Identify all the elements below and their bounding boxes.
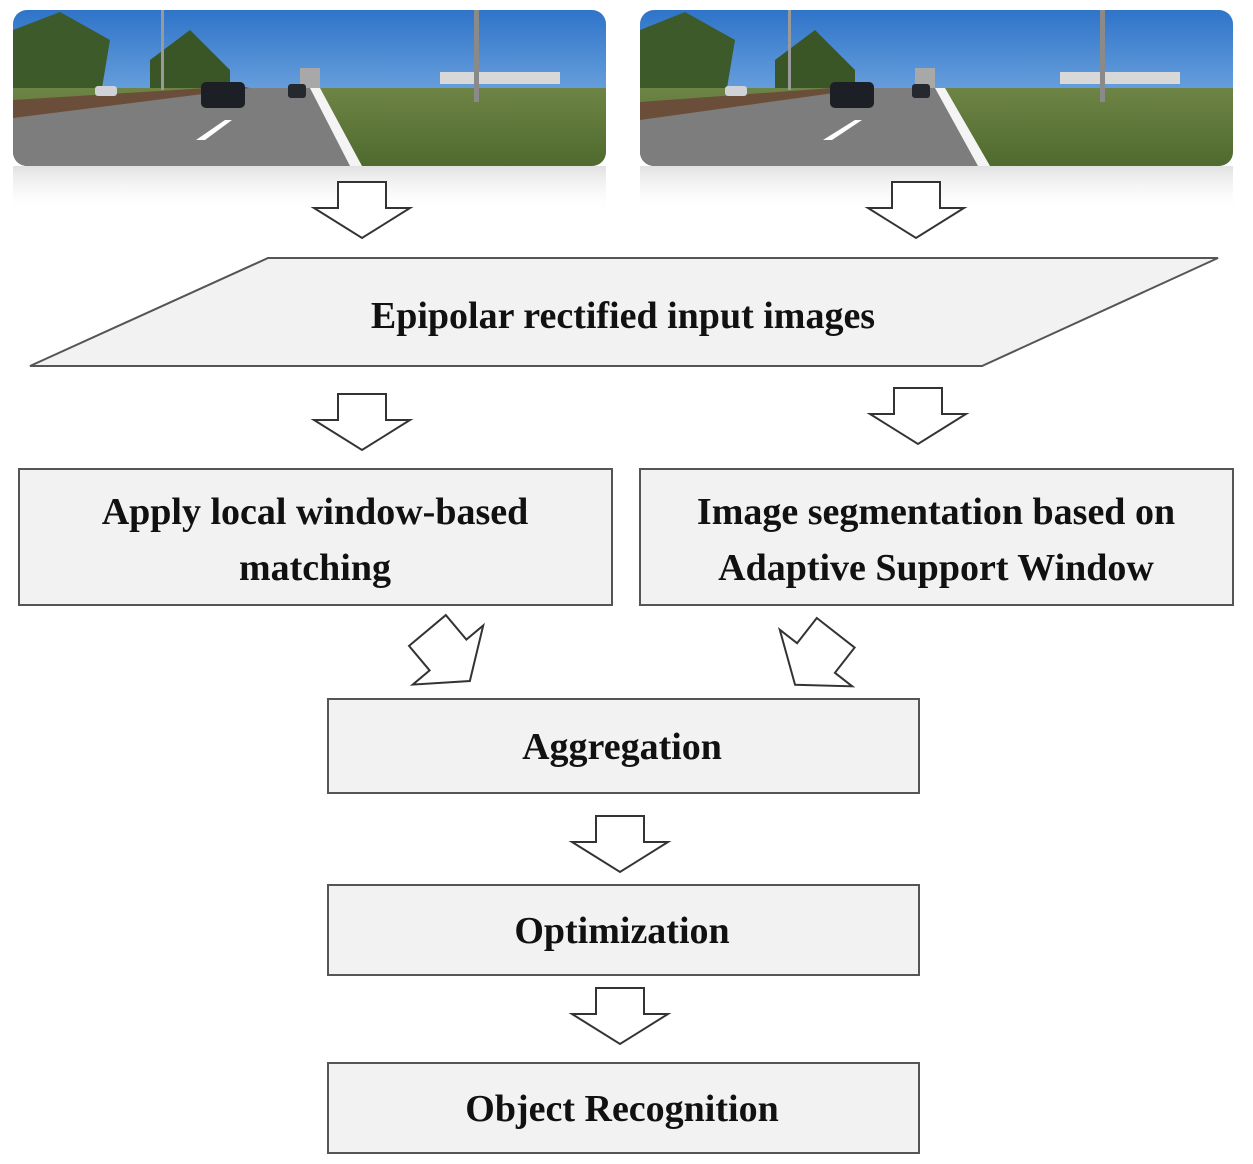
arrow-down-to-matching — [310, 393, 414, 452]
arrow-down-left-input — [310, 181, 414, 240]
matching-box — [18, 468, 613, 606]
matching-label-line2: matching — [239, 547, 391, 589]
aggregation-box — [327, 698, 920, 794]
input-node-label: Epipolar rectified input images — [371, 295, 875, 337]
input-data-parallelogram — [29, 257, 1219, 367]
arrow-down-to-optimization — [568, 815, 672, 874]
recognition-box — [327, 1062, 920, 1154]
recognition-label: Object Recognition — [465, 1088, 778, 1130]
optimization-label: Optimization — [514, 910, 729, 952]
matching-label-line1: Apply local window-based — [102, 491, 529, 533]
left-input-image — [13, 10, 606, 166]
arrow-down-to-segmentation — [866, 387, 970, 446]
arrow-down-right-input — [864, 181, 968, 240]
arrow-diagonal-from-matching — [407, 613, 485, 686]
left-image-reflection — [13, 166, 606, 214]
right-input-image — [640, 10, 1233, 166]
segmentation-label-line2: Adaptive Support Window — [718, 547, 1154, 589]
arrow-down-to-recognition — [568, 987, 672, 1046]
optimization-box — [327, 884, 920, 976]
segmentation-label-line1: Image segmentation based on — [697, 491, 1175, 533]
aggregation-label: Aggregation — [522, 726, 722, 768]
segmentation-box — [639, 468, 1234, 606]
arrow-diagonal-from-segmentation — [777, 616, 857, 688]
